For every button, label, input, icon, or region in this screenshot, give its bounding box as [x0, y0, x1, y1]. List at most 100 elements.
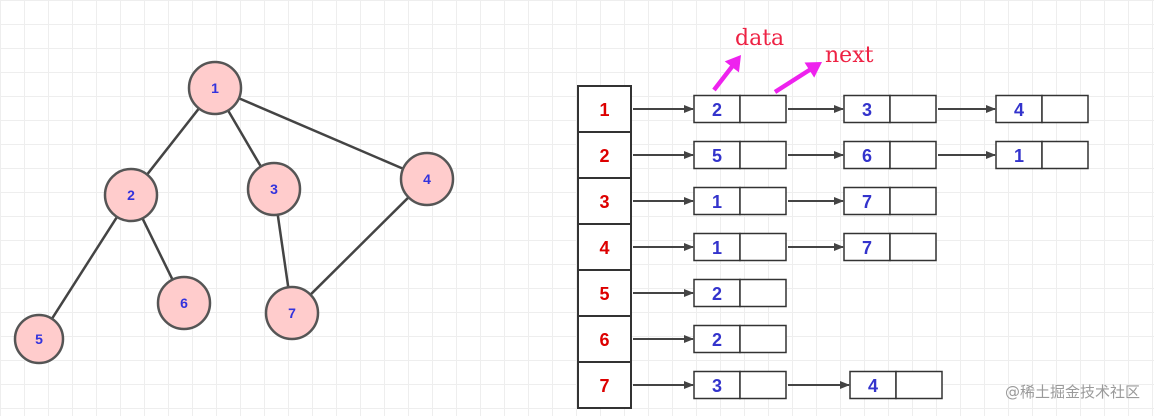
head-cell	[577, 315, 632, 363]
head-cell	[577, 85, 632, 133]
head-cell-label: 5	[599, 284, 609, 304]
graph-node-label: 7	[288, 305, 296, 321]
data-cell-label: 1	[712, 192, 722, 212]
next-cell	[889, 186, 937, 216]
graph-node-label: 5	[35, 331, 43, 347]
data-cell	[995, 140, 1043, 170]
adjacency-row-4: 4 1 7	[577, 223, 937, 271]
data-cell-label: 7	[862, 238, 872, 258]
list-node-4: 4	[995, 94, 1089, 124]
data-cell	[693, 324, 741, 354]
next-cell	[739, 140, 787, 170]
graph-node-4: 4	[399, 151, 455, 207]
data-cell	[849, 370, 897, 400]
head-cell	[577, 269, 632, 317]
next-cell	[1041, 94, 1089, 124]
graph-node-label: 4	[423, 171, 431, 187]
data-cell-label: 4	[868, 376, 878, 396]
graph-edge-1-3	[227, 109, 262, 168]
list-node-4: 4	[849, 370, 943, 400]
adjacency-row-7: 7 3 4	[577, 361, 943, 409]
data-cell-label: 7	[862, 192, 872, 212]
head-cell-label: 6	[599, 330, 609, 350]
head-cell-label: 4	[599, 238, 609, 258]
next-annotation-arrow	[773, 62, 822, 94]
graph-edge-4-7	[309, 196, 410, 296]
next-cell	[889, 140, 937, 170]
watermark: @稀土掘金技术社区	[1004, 383, 1140, 401]
data-cell-label: 3	[712, 376, 722, 396]
list-node-7: 7	[843, 186, 937, 216]
graph-node-6: 6	[156, 275, 212, 331]
next-cell	[889, 232, 937, 262]
graph-node-circle	[246, 161, 302, 217]
head-cell-label: 7	[599, 376, 609, 396]
list-node-1: 1	[693, 232, 787, 262]
graph-edge-2-5	[50, 216, 119, 320]
data-annotation-arrow	[712, 55, 741, 92]
graph-node-label: 1	[211, 80, 219, 96]
graph-node-circle	[103, 167, 159, 223]
data-cell-label: 3	[862, 100, 872, 120]
data-cell	[693, 370, 741, 400]
data-cell	[693, 186, 741, 216]
graph-edge-3-7	[276, 214, 290, 288]
next-cell	[1041, 140, 1089, 170]
graph-node-label: 3	[270, 181, 278, 197]
graph-node-3: 3	[246, 161, 302, 217]
graph-edge-1-2	[146, 107, 200, 176]
next-cell	[739, 94, 787, 124]
list-node-5: 5	[693, 140, 787, 170]
data-cell	[843, 186, 891, 216]
head-cell-label: 3	[599, 192, 609, 212]
adjacency-row-1: 1 2 3 4	[577, 85, 1089, 133]
graph-node-label: 6	[180, 295, 188, 311]
annotations: data next	[712, 26, 874, 94]
next-cell	[739, 278, 787, 308]
data-cell	[693, 232, 741, 262]
next-cell	[739, 232, 787, 262]
list-node-7: 7	[843, 232, 937, 262]
next-cell	[739, 370, 787, 400]
data-cell-label: 1	[712, 238, 722, 258]
head-cell	[577, 223, 632, 271]
graph-edge-2-6	[141, 217, 174, 281]
graph-nodes: 1 2 3 4 5 6 7	[13, 60, 455, 365]
head-cell-label: 1	[599, 100, 609, 120]
graph-node-circle	[156, 275, 212, 331]
data-cell	[693, 140, 741, 170]
next-cell	[895, 370, 943, 400]
next-cell	[739, 324, 787, 354]
data-cell-label: 6	[862, 146, 872, 166]
graph-node-circle	[399, 151, 455, 207]
graph-edges	[50, 97, 410, 320]
graph-node-1: 1	[187, 60, 243, 116]
data-cell	[995, 94, 1043, 124]
next-annotation-label: next	[825, 43, 874, 68]
data-cell-label: 2	[712, 100, 722, 120]
list-node-3: 3	[843, 94, 937, 124]
graph-node-circle	[13, 313, 65, 365]
data-cell-label: 5	[712, 146, 722, 166]
list-node-1: 1	[693, 186, 787, 216]
data-cell-label: 2	[712, 284, 722, 304]
data-cell-label: 4	[1014, 100, 1024, 120]
graph-node-label: 2	[127, 187, 135, 203]
data-annotation-label: data	[735, 26, 784, 51]
list-node-3: 3	[693, 370, 787, 400]
graph-node-7: 7	[264, 285, 320, 341]
graph-node-5: 5	[13, 313, 65, 365]
graph-node-circle	[264, 285, 320, 341]
adjacency-row-3: 3 1 7	[577, 177, 937, 225]
next-cell	[889, 94, 937, 124]
head-cell	[577, 361, 632, 409]
graph-node-circle	[187, 60, 243, 116]
data-cell	[843, 140, 891, 170]
head-cell	[577, 177, 632, 225]
list-node-2: 2	[693, 94, 787, 124]
data-cell	[693, 94, 741, 124]
